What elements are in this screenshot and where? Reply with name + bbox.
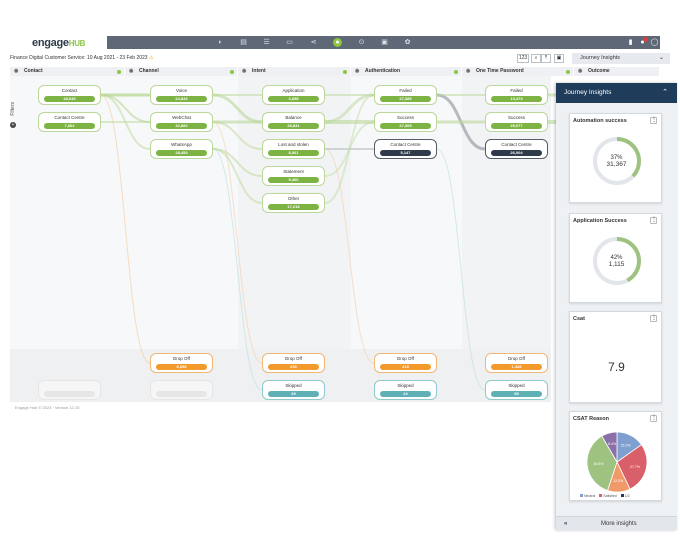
stage-status-dot xyxy=(117,69,121,74)
database-icon[interactable]: ☰ xyxy=(263,39,270,46)
chevron-down-icon: ⌄ xyxy=(658,55,664,61)
location-icon[interactable]: ⊙ xyxy=(358,39,365,46)
journey-insights-panel: Journey Insights ⌃ Automation success ⋮ … xyxy=(556,83,677,530)
journey-title: Finance Digital Customer Service: 10 Aug… xyxy=(10,55,154,61)
bookmark-icon[interactable]: ▮ xyxy=(628,39,633,46)
print-icon[interactable]: ▤ xyxy=(240,39,247,46)
user-icon[interactable]: ◯ xyxy=(650,39,659,46)
view-mode-button[interactable]: 123 xyxy=(517,54,529,63)
top-navigation-bar: ◐ ▤ ☰ ▭ ⋖ ● ⊙ ▣ ✿ ▮ ● ◯ xyxy=(107,36,660,49)
visibility-icon[interactable]: ◉ xyxy=(578,68,583,74)
card-menu-icon[interactable]: ⋮ xyxy=(650,415,657,422)
visibility-icon[interactable]: ◉ xyxy=(466,68,471,74)
application-gauge xyxy=(593,237,641,285)
stage-status-dot xyxy=(454,69,458,74)
csat-score: 7.9 xyxy=(608,360,625,374)
more-insights-link[interactable]: More insights xyxy=(601,521,637,527)
visibility-icon[interactable]: ◉ xyxy=(14,68,19,74)
engage-hub-logo[interactable]: engageHUB xyxy=(32,37,86,49)
application-success-card: Application Success ⋮ 42%1,115 xyxy=(569,213,662,303)
warning-icon: ⚠ xyxy=(148,55,154,61)
notification-badge xyxy=(643,37,648,42)
gallery-icon[interactable]: ▣ xyxy=(381,39,388,46)
placeholder-node[interactable] xyxy=(150,380,213,400)
pie-slice-label: 12.2% xyxy=(613,479,623,483)
stage-header[interactable]: ◉Outcome xyxy=(574,67,660,76)
card-menu-icon[interactable]: ⋮ xyxy=(650,117,657,124)
pie-slice-label: 27.7% xyxy=(630,465,640,469)
stage-header[interactable]: ◉One Time Password xyxy=(462,67,574,76)
panel-footer: « More insights xyxy=(556,516,677,530)
visibility-icon[interactable]: ◉ xyxy=(129,68,134,74)
collapse-caret-icon[interactable]: ⌃ xyxy=(662,89,668,96)
card-menu-icon[interactable]: ⋮ xyxy=(650,217,657,224)
journey-icon[interactable]: ● xyxy=(333,38,342,47)
stage-status-dot xyxy=(343,69,347,74)
pie-slice-label: 15.2% xyxy=(621,444,631,448)
visibility-icon[interactable]: ◉ xyxy=(242,68,247,74)
save-icon[interactable]: ▣ xyxy=(554,54,564,63)
stage-status-dot xyxy=(566,69,570,74)
placeholder-node[interactable] xyxy=(38,380,101,400)
pie-slice-label: 36.5% xyxy=(594,462,604,466)
stage-header[interactable]: ◉Channel xyxy=(125,67,238,76)
pie-slice xyxy=(601,431,618,464)
stage-header[interactable]: ◉Authentication xyxy=(351,67,462,76)
search-icon[interactable]: ⌕ xyxy=(531,54,541,63)
csat-card: Csat ⋮ 7.9 xyxy=(569,311,662,403)
automation-gauge xyxy=(593,137,641,185)
stage-header[interactable]: ◉Contact xyxy=(10,67,125,76)
folder-icon[interactable]: ▭ xyxy=(286,39,293,46)
notification-icon[interactable]: ● xyxy=(640,39,645,46)
settings-icon[interactable]: ✿ xyxy=(404,39,411,46)
panel-header[interactable]: Journey Insights ⌃ xyxy=(556,83,677,103)
upload-icon[interactable]: ⤒ xyxy=(541,54,551,63)
card-menu-icon[interactable]: ⋮ xyxy=(650,315,657,322)
csat-reason-card: CSAT Reason ⋮ 15.2%27.7%12.2%36.5%8.4% N… xyxy=(569,411,662,501)
visibility-icon[interactable]: ◉ xyxy=(355,68,360,74)
legend-item: Satisfied xyxy=(599,494,617,498)
journey-toolbar: Finance Digital Customer Service: 10 Aug… xyxy=(10,52,670,65)
add-filter-icon[interactable]: + xyxy=(10,122,16,128)
dashboard-icon[interactable]: ◐ xyxy=(218,39,223,46)
share-icon[interactable]: ⋖ xyxy=(310,39,317,46)
pie-slice xyxy=(616,444,648,490)
legend-item: 1/2 xyxy=(620,494,630,498)
stage-header[interactable]: ◉Intent xyxy=(238,67,351,76)
journey-insights-toggle[interactable]: Journey Insights⌄ xyxy=(572,53,670,64)
legend-item: Neutral xyxy=(580,494,595,498)
automation-success-card: Automation success ⋮ 37%31,367 xyxy=(569,113,662,203)
filters-tab[interactable]: Filters + xyxy=(10,102,16,128)
collapse-panel-icon[interactable]: « xyxy=(564,521,568,527)
footer-text: Engage Hub © 2023 · Version 12.15 xyxy=(15,405,80,410)
stage-status-dot xyxy=(230,69,234,74)
pie-slice-label: 8.4% xyxy=(608,442,616,446)
csat-reason-pie: 15.2% 27.7% 12.2% 36.5% 8.4% xyxy=(586,431,648,493)
